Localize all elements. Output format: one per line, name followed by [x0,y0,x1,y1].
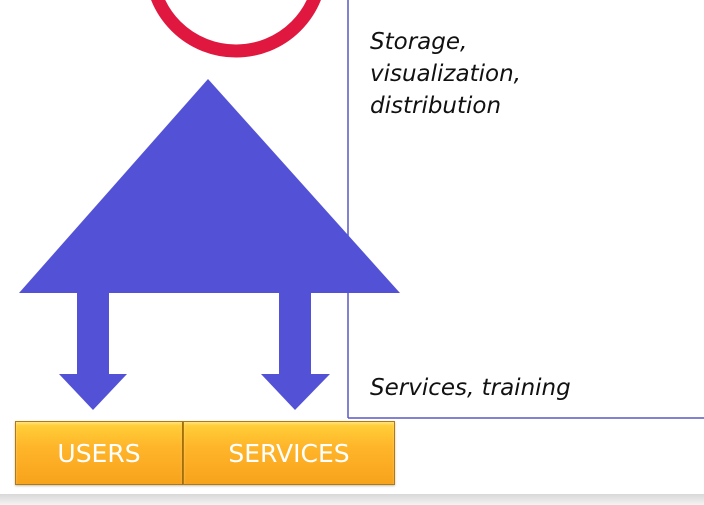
users-box-label: USERS [57,438,141,468]
storage-visualization-distribution-caption: Storage, visualization, distribution [370,26,521,122]
users-box: USERS [15,421,183,485]
bottom-edge-bar [0,494,704,505]
caption-line-storage: Storage, [370,29,468,55]
services-training-caption: Services, training [370,375,571,401]
services-box: SERVICES [183,421,395,485]
caption-line-visualization: visualization, [370,61,521,87]
blue-triangle-shape [19,79,400,293]
caption-line-distribution: distribution [370,93,502,119]
services-box-label: SERVICES [228,438,350,468]
red-ring-icon [151,0,321,58]
left-down-arrow-icon [59,292,127,410]
right-down-arrow-icon [261,292,330,410]
